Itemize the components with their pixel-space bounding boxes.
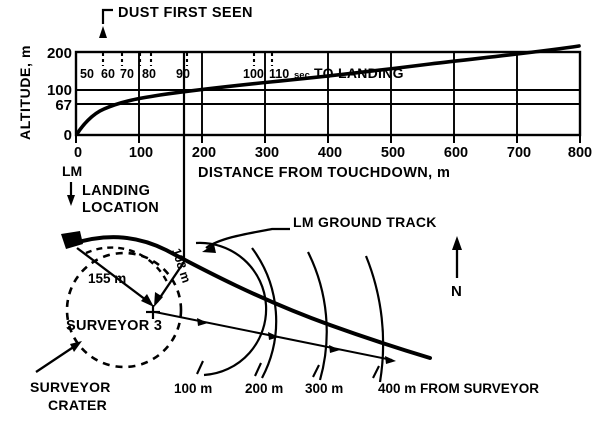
range-ray-arrow-100 <box>197 318 208 326</box>
lm-ground-track-leader <box>205 227 290 249</box>
x-axis-ticks <box>75 136 581 143</box>
altitude-profile-curve <box>75 44 581 136</box>
time-label-60: 60 <box>101 67 115 81</box>
chart-vertical-gridlines <box>138 52 518 135</box>
y-tick-200: 200 <box>47 45 72 62</box>
lm-lander-marker <box>61 231 83 249</box>
y-tick-0: 0 <box>64 127 72 144</box>
range-arc-100m <box>195 241 268 377</box>
surveyor3-label: SURVEYOR 3 <box>66 318 162 334</box>
y-axis-title: ALTITUDE, m <box>17 45 33 140</box>
x-label-800: 800 <box>568 145 592 161</box>
range-155m-label: 155 m <box>88 271 126 286</box>
time-label-70: 70 <box>120 67 134 81</box>
time-unit-label: sec <box>294 70 310 81</box>
time-label-50: 50 <box>80 67 94 81</box>
dust-first-seen-arrowhead <box>99 26 107 38</box>
y-tick-67: 67 <box>55 97 72 114</box>
north-arrow-head <box>452 236 462 250</box>
range-108m-leader <box>156 261 185 303</box>
lm-label: LM <box>62 163 82 179</box>
range-arc-label-400m-from-surveyor: 400 m FROM SURVEYOR <box>378 381 539 396</box>
location-label: LOCATION <box>82 200 159 216</box>
surveyor-crater-callout: SURVEYOR CRATER <box>30 341 111 413</box>
range-arc-400m <box>364 255 385 383</box>
range-arc-label-100m: 100 m <box>174 381 212 396</box>
lm-landing-location-callout: LM LANDING LOCATION <box>62 163 159 216</box>
lm-ground-track-arrowhead <box>202 244 216 253</box>
range-ray-arrow-300 <box>329 345 340 353</box>
range-108m-arrowhead <box>154 292 163 307</box>
x-label-500: 500 <box>381 145 405 161</box>
range-measure-ray <box>154 311 396 364</box>
dust-first-seen-annotation: DUST FIRST SEEN <box>99 5 253 38</box>
range-label-leader-100 <box>196 360 204 375</box>
time-label-80: 80 <box>142 67 156 81</box>
x-label-700: 700 <box>507 145 531 161</box>
range-arc-300m <box>307 251 328 381</box>
range-155m-arc <box>85 246 170 285</box>
y-tick-100: 100 <box>47 82 72 99</box>
range-label-leader-400 <box>372 365 380 379</box>
landing-label: LANDING <box>82 183 150 199</box>
surveyor-crater-label-1: SURVEYOR <box>30 379 111 395</box>
time-tick-marks <box>101 53 274 66</box>
range-arc-200m <box>251 247 278 379</box>
time-label-100: 100 <box>243 67 264 81</box>
surveyor-crater-arrowhead <box>70 341 82 352</box>
x-label-600: 600 <box>444 145 468 161</box>
x-label-300: 300 <box>255 145 279 161</box>
north-label: N <box>451 283 462 300</box>
range-ray-arrow-200 <box>268 332 279 340</box>
lm-ground-track-label: LM GROUND TRACK <box>293 214 437 230</box>
range-label-leader-200 <box>254 362 262 377</box>
surveyor-crater-leader <box>35 343 79 373</box>
x-label-200: 200 <box>192 145 216 161</box>
range-arc-label-leaders <box>196 360 380 379</box>
lm-ground-track-callout: LM GROUND TRACK <box>202 214 437 253</box>
lm-ground-track-line <box>70 235 432 360</box>
x-label-400: 400 <box>318 145 342 161</box>
x-label-0: 0 <box>74 145 82 161</box>
range-155m-leader <box>76 247 151 304</box>
x-label-100: 100 <box>129 145 153 161</box>
range-arc-label-300m: 300 m <box>305 381 343 396</box>
x-axis-tick-labels: 0 100 200 300 400 500 600 700 800 <box>74 145 592 161</box>
dust-first-seen-leader <box>101 8 113 24</box>
north-compass: N <box>451 236 462 300</box>
lm-arrow-head <box>67 195 75 206</box>
range-label-leader-300 <box>312 364 320 378</box>
altitude-profile-chart: DUST FIRST SEEN <box>17 5 592 181</box>
dust-first-seen-label: DUST FIRST SEEN <box>118 5 253 21</box>
range-arc-label-200m: 200 m <box>245 381 283 396</box>
range-arc-labels: 100 m 200 m 300 m 400 m FROM SURVEYOR <box>174 381 539 396</box>
surveyor-crater-circle <box>65 251 183 369</box>
x-axis-title: DISTANCE FROM TOUCHDOWN, m <box>198 165 450 181</box>
time-label-110: 110 <box>269 67 289 81</box>
range-ray-arrow-400 <box>385 356 396 364</box>
y-axis-tick-labels: 200 100 67 0 <box>47 45 72 144</box>
range-155m-arrowhead <box>141 294 154 307</box>
surveyor-crater-label-2: CRATER <box>48 397 107 413</box>
range-arcs <box>195 241 385 383</box>
ground-track-map: 155 m 108 m SURVEYOR 3 SURVEYOR CRATER <box>30 214 539 413</box>
